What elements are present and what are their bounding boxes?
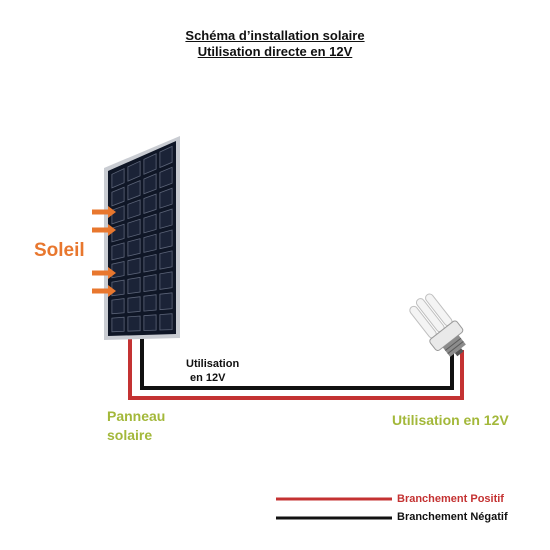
legend-negative-label: Branchement Négatif (397, 511, 508, 523)
solar-cell (143, 294, 157, 312)
solar-cell (159, 187, 173, 209)
solar-cell (127, 160, 141, 182)
solar-cell (159, 313, 173, 331)
solar-cell (111, 298, 125, 315)
legend-positive-label: Branchement Positif (397, 493, 504, 505)
solar-cell (127, 218, 141, 238)
solar-cell (143, 274, 157, 292)
solar-cell (111, 205, 125, 225)
solar-cell (111, 279, 125, 297)
solar-cell (143, 153, 157, 175)
solar-cell (127, 257, 141, 276)
panel-label-line-1: Panneau (107, 408, 166, 424)
solar-cell (159, 145, 173, 169)
solar-cell (143, 254, 157, 273)
solar-cell (143, 173, 157, 195)
solar-cell (111, 242, 125, 261)
negative-wire (140, 330, 454, 390)
solar-cell (159, 229, 173, 250)
wire-label-line-2: en 12V (190, 372, 226, 384)
title-line-1: Schéma d’installation solaire (185, 28, 365, 43)
title-line-2: Utilisation directe en 12V (197, 44, 353, 59)
solar-cell (111, 167, 125, 189)
solar-cell (143, 213, 157, 234)
sun-label: Soleil (34, 240, 85, 261)
solar-cell (143, 233, 157, 253)
solar-cell (159, 208, 173, 229)
panel-label: Panneau solaire (107, 407, 165, 445)
solar-cell (111, 186, 125, 207)
solar-cell (111, 261, 125, 279)
solar-cell (159, 271, 173, 290)
solar-cell (127, 296, 141, 313)
solar-cell (111, 223, 125, 243)
usage-label: Utilisation en 12V (392, 412, 509, 428)
panel-label-line-2: solaire (107, 427, 153, 443)
sun-ray-arrow-icon (92, 267, 116, 279)
solar-cell (127, 276, 141, 295)
cfl-light-bulb-icon (409, 293, 466, 357)
solar-panel-icon (104, 136, 180, 340)
solar-cell (127, 238, 141, 257)
solar-cell (159, 166, 173, 189)
positive-wire (128, 330, 464, 400)
sun-ray-arrow-icon (92, 285, 116, 297)
sun-ray-arrow-icon (92, 224, 116, 236)
solar-cell (159, 292, 173, 311)
page-title: Schéma d’installation solaire Utilisatio… (0, 28, 550, 60)
solar-cell (127, 180, 141, 201)
solar-cell (127, 199, 141, 220)
solar-cell (159, 250, 173, 270)
solar-cell (143, 193, 157, 214)
sun-ray-arrow-icon (92, 206, 116, 218)
solar-cell (111, 316, 125, 333)
sun-ray-arrows (92, 206, 116, 297)
solar-cell (127, 315, 141, 332)
solar-cell (143, 314, 157, 332)
wire-label: Utilisation en 12V (186, 357, 239, 385)
wire-label-line-1: Utilisation (186, 358, 240, 370)
